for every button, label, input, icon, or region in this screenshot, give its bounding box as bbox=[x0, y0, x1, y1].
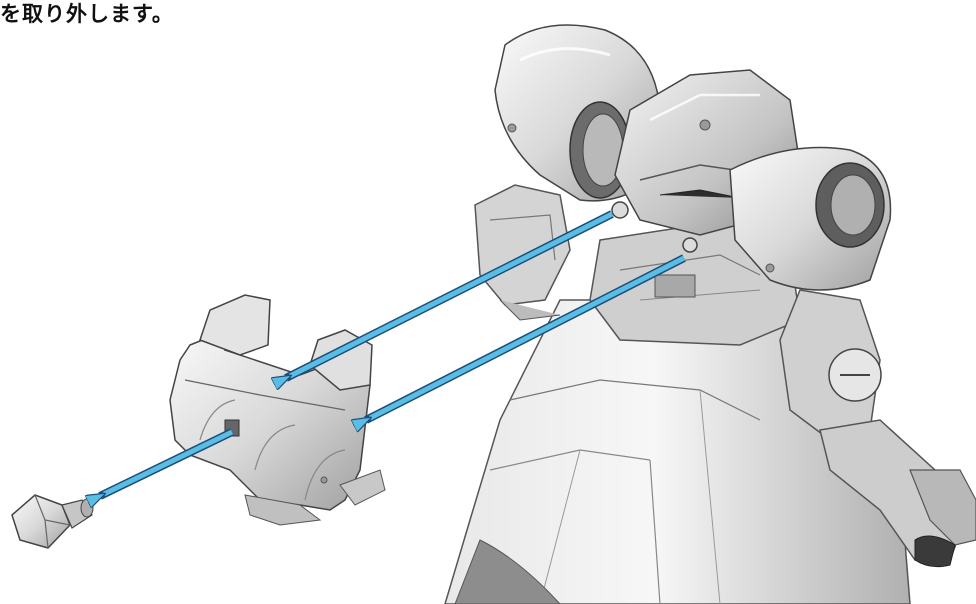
collar-armor-part bbox=[170, 295, 385, 525]
small-joint-part bbox=[12, 495, 93, 548]
left-shoulder-part bbox=[475, 185, 570, 320]
robot-model-figure bbox=[445, 25, 976, 604]
